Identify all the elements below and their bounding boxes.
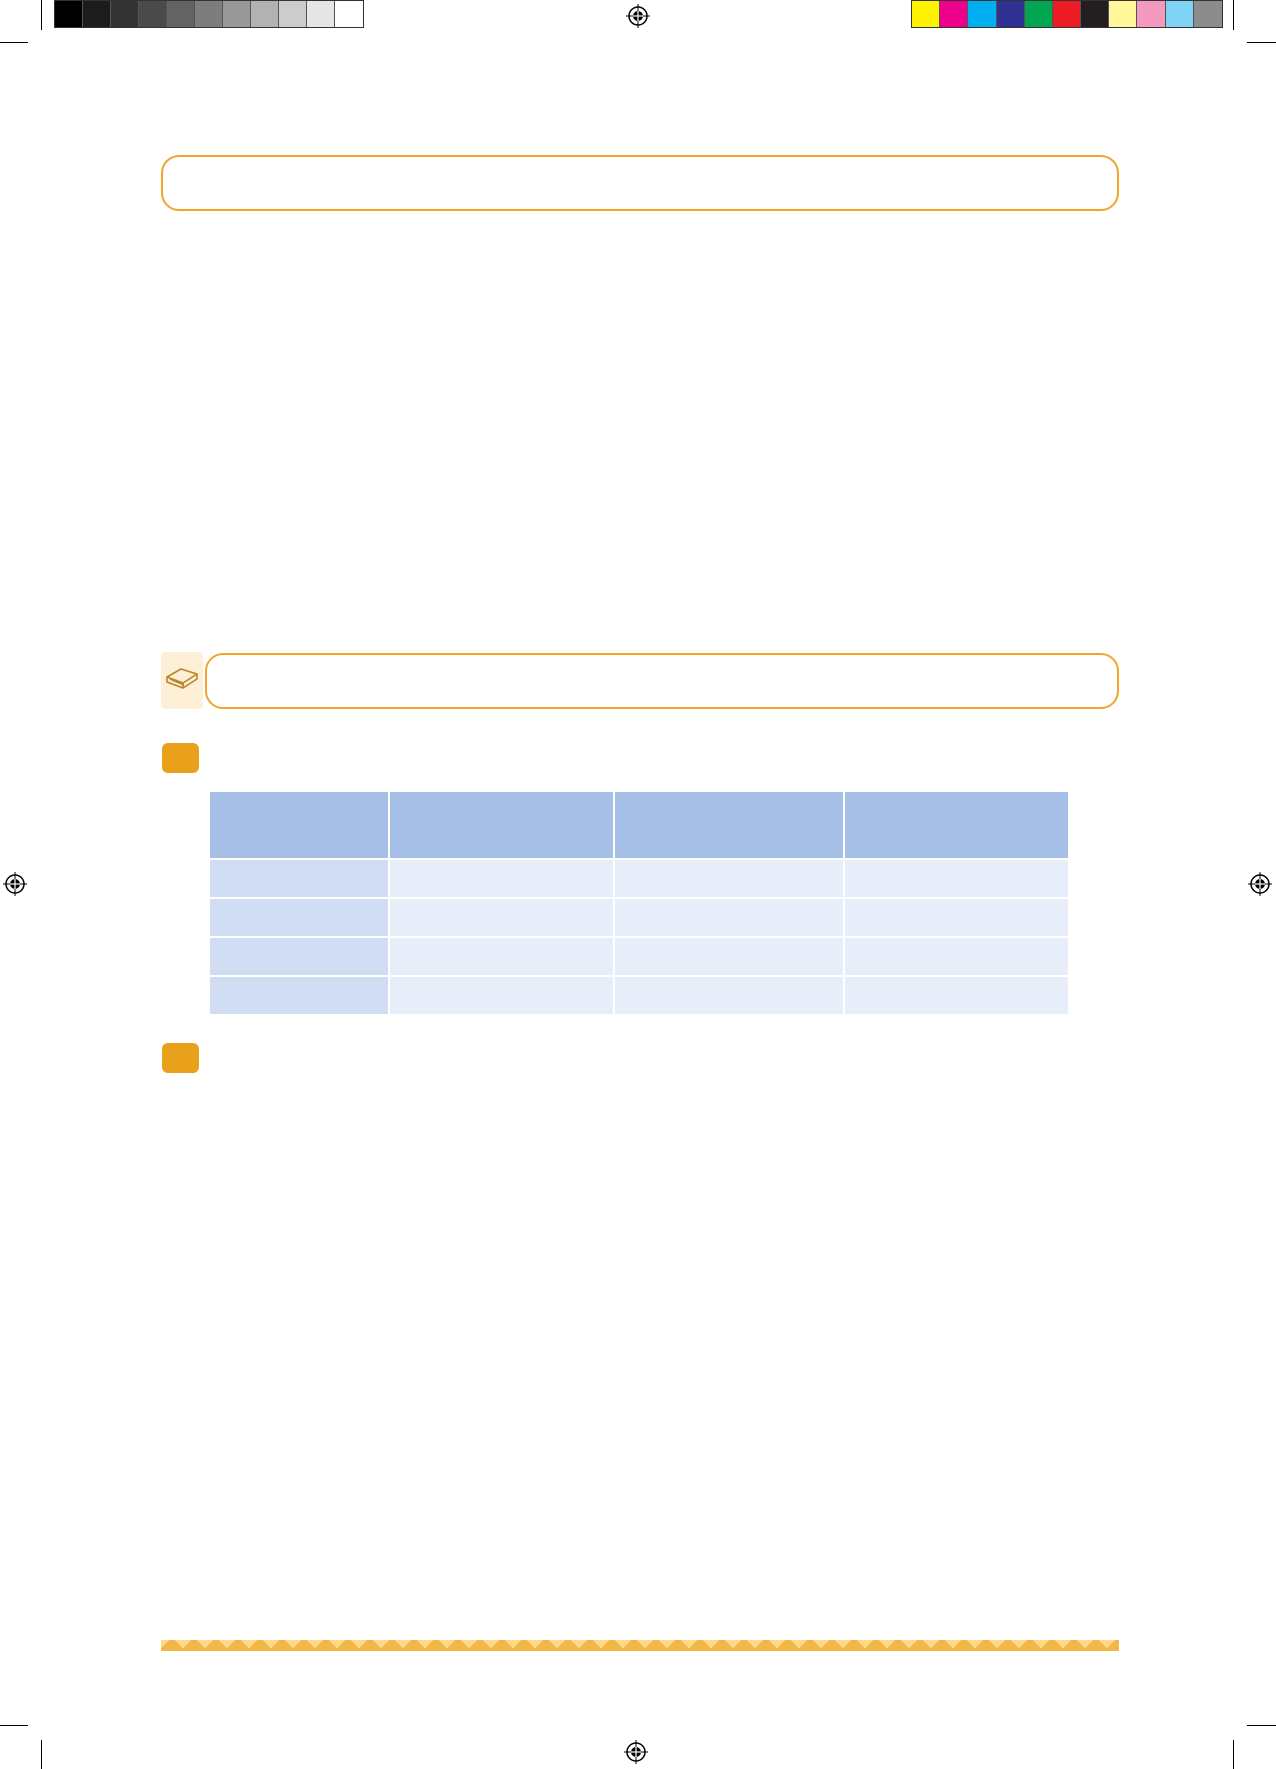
table-row-header-cell (210, 899, 388, 936)
color-swatch (996, 1, 1025, 27)
crop-mark-top-left-v (41, 0, 42, 30)
table-row-header-cell (210, 860, 388, 897)
footer-decorative-strip (161, 1640, 1119, 1651)
table-header-row (210, 792, 1068, 858)
registration-target-icon (624, 1740, 648, 1764)
crop-mark-top-right-v (1233, 0, 1234, 30)
table-row (210, 938, 1068, 975)
gray-swatch (195, 1, 223, 27)
crop-mark-bottom-right-v (1233, 1740, 1234, 1769)
color-swatch (1052, 1, 1082, 27)
table-row (210, 977, 1068, 1014)
crop-mark-top-right-h (1247, 42, 1276, 43)
crop-mark-top-left-h (0, 42, 28, 43)
gray-swatch (307, 1, 335, 27)
exercise-number-badge (162, 743, 199, 773)
exercise-number-badge (162, 1043, 199, 1073)
book-icon-tile (161, 652, 203, 709)
open-book-icon (166, 668, 198, 689)
color-swatch (912, 1, 941, 27)
table-cell[interactable] (845, 938, 1068, 975)
color-swatch (1109, 1, 1138, 27)
gray-swatch (139, 1, 167, 27)
table-header-cell (390, 792, 613, 858)
table-cell[interactable] (390, 860, 613, 897)
registration-target-icon (626, 4, 650, 28)
crop-mark-bottom-left-v (41, 1740, 42, 1769)
table-cell[interactable] (615, 860, 843, 897)
table-header-cell (845, 792, 1068, 858)
table-row-header-cell (210, 938, 388, 975)
table-cell[interactable] (390, 899, 613, 936)
grayscale-calibration-bar (54, 0, 364, 28)
gray-swatch (111, 1, 139, 27)
crop-mark-bottom-right-h (1247, 1725, 1276, 1726)
table-cell[interactable] (615, 938, 843, 975)
table-row-header-cell (210, 977, 388, 1014)
color-swatch (1081, 1, 1110, 27)
gray-swatch (83, 1, 111, 27)
table-cell[interactable] (845, 977, 1068, 1014)
color-swatch (940, 1, 969, 27)
color-swatch (1024, 1, 1053, 27)
registration-target-icon (3, 872, 27, 896)
color-calibration-bar (911, 0, 1223, 28)
registration-target-icon (1248, 872, 1272, 896)
gray-swatch (251, 1, 279, 27)
table-header-cell (615, 792, 843, 858)
table-header-cell (210, 792, 388, 858)
crop-mark-bottom-left-h (0, 1725, 28, 1726)
table-row (210, 860, 1068, 897)
color-swatch (1137, 1, 1166, 27)
color-swatch (1193, 1, 1222, 27)
table-cell[interactable] (390, 938, 613, 975)
table-row (210, 899, 1068, 936)
exercise-table (208, 790, 1070, 1016)
gray-swatch (223, 1, 251, 27)
table-cell[interactable] (615, 899, 843, 936)
color-swatch (1165, 1, 1194, 27)
gray-swatch (167, 1, 195, 27)
gray-swatch (55, 1, 83, 27)
color-swatch (968, 1, 997, 27)
note-frame (205, 653, 1119, 709)
gray-swatch (335, 1, 363, 27)
title-frame (161, 155, 1119, 211)
table-cell[interactable] (390, 977, 613, 1014)
gray-swatch (279, 1, 307, 27)
table-cell[interactable] (845, 860, 1068, 897)
table-cell[interactable] (845, 899, 1068, 936)
table-cell[interactable] (615, 977, 843, 1014)
